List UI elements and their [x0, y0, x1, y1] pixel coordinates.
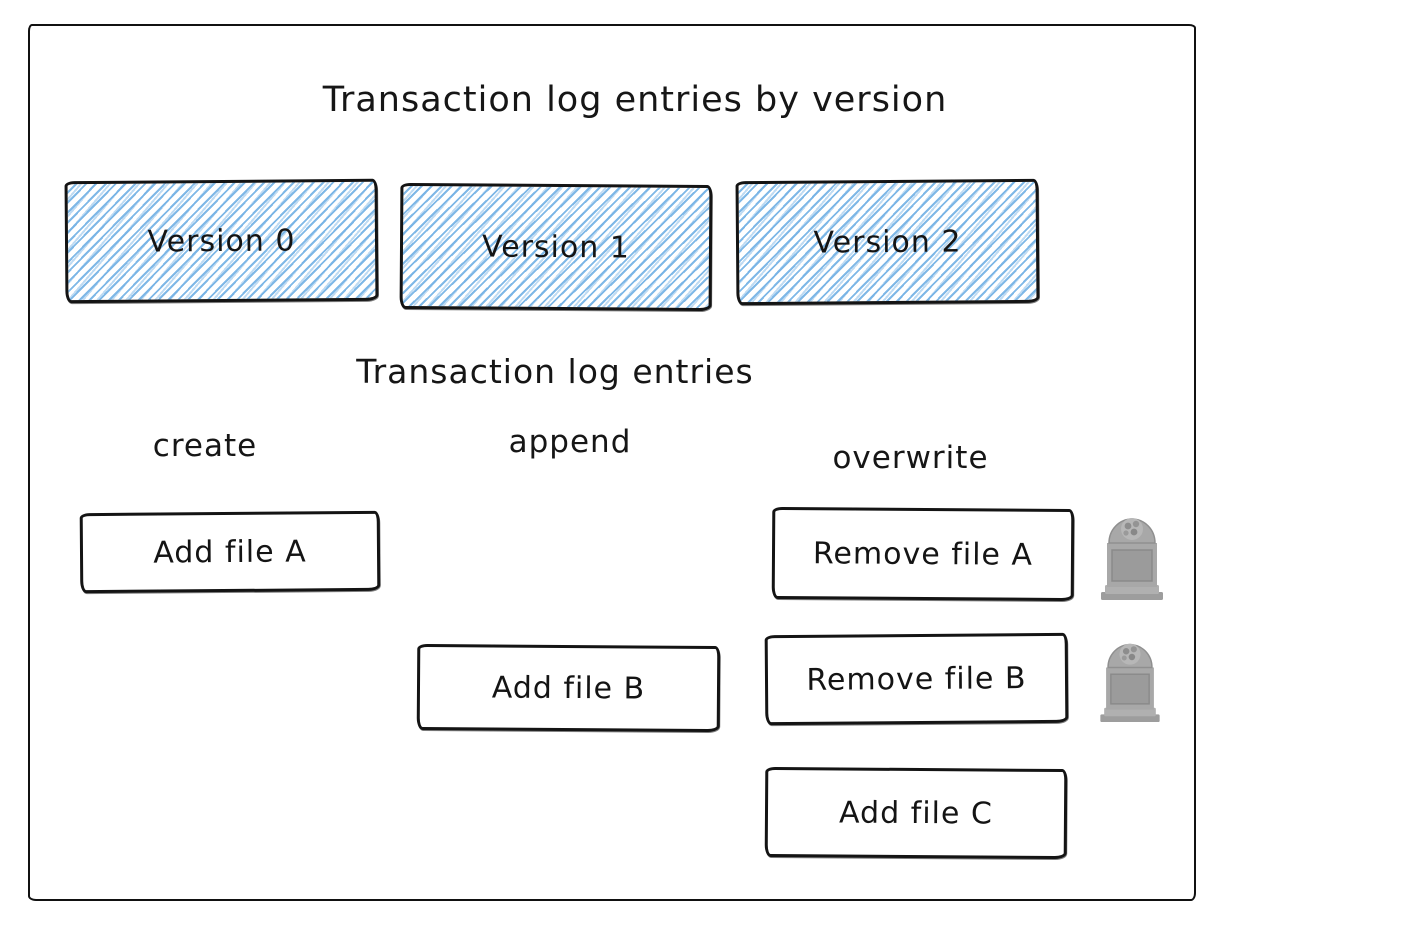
- tombstone-icon: [1101, 518, 1163, 600]
- entry-label: Add file B: [491, 669, 646, 707]
- diagram-frame: [28, 24, 1196, 901]
- entry-label: Add file A: [153, 533, 307, 571]
- version-box-1: Version 1: [399, 182, 713, 312]
- entry-box-add-file-b: Add file B: [416, 643, 721, 733]
- column-label-overwrite: overwrite: [832, 440, 989, 476]
- version-box-2: Version 2: [735, 178, 1040, 306]
- version-box-0-label: Version 0: [147, 222, 296, 260]
- entry-label: Remove file A: [812, 535, 1034, 573]
- entry-box-remove-file-a: Remove file A: [771, 506, 1075, 602]
- version-box-2-label: Version 2: [813, 223, 962, 261]
- log-section-title: Transaction log entries: [356, 352, 754, 391]
- entry-label: Add file C: [838, 794, 994, 832]
- column-label-create: create: [152, 428, 258, 464]
- tombstone-icon: [1100, 643, 1160, 723]
- column-label-append: append: [508, 424, 632, 460]
- version-box-1-label: Version 1: [481, 228, 631, 266]
- version-box-0: Version 0: [64, 178, 379, 304]
- entry-box-remove-file-b: Remove file B: [764, 632, 1069, 726]
- entry-label: Remove file B: [806, 660, 1027, 698]
- entry-box-add-file-a: Add file A: [79, 510, 381, 594]
- entry-box-add-file-c: Add file C: [764, 766, 1068, 860]
- diagram-title: Transaction log entries by version: [322, 80, 948, 120]
